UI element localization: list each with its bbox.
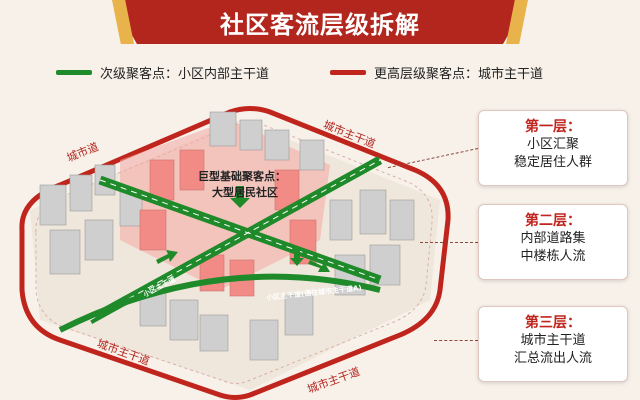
legend-secondary: 次级聚客点：小区内部主干道 — [56, 62, 269, 82]
city-arterial-loop — [19, 106, 451, 400]
building — [209, 111, 237, 147]
layer-1-line2: 稳定居住人群 — [513, 155, 592, 170]
building — [299, 139, 325, 171]
title-banner — [112, 0, 528, 44]
building — [169, 299, 199, 341]
community-buildings — [139, 149, 317, 297]
leader-line-2 — [420, 242, 478, 243]
center-label-line2: 大型居民社区 — [212, 186, 278, 199]
building — [149, 159, 175, 201]
arrow-down-icon — [290, 248, 304, 266]
leader-line-3 — [434, 340, 478, 341]
arrow-left-icon — [156, 250, 178, 264]
layer-3-line2: 汇总流出人流 — [513, 351, 592, 366]
building — [49, 229, 81, 275]
layer-1-heading: 第一层： — [525, 119, 581, 135]
flow-arrows — [156, 186, 330, 272]
building — [179, 149, 205, 191]
legend-higher: 更高层级聚客点：城市主干道 — [330, 62, 543, 82]
arrow-right-icon — [308, 260, 330, 272]
building — [39, 184, 67, 226]
red-line-swatch — [330, 69, 366, 75]
building — [249, 319, 279, 361]
layer-2-heading: 第二层： — [525, 213, 581, 229]
legend-higher-label: 更高层级聚客点：城市主干道 — [374, 66, 544, 82]
building — [69, 174, 93, 212]
center-label-line1: 巨型基础聚客点： — [198, 170, 286, 183]
building — [389, 199, 415, 241]
road-centerline — [99, 179, 381, 281]
layer-3-heading: 第三层： — [525, 315, 581, 331]
legend-secondary-label: 次级聚客点：小区内部主干道 — [100, 66, 270, 82]
layer-card-1: 第一层： 小区汇聚 稳定居住人群 — [478, 110, 628, 186]
inner-road-lower — [58, 273, 381, 333]
arrow-down-icon — [230, 186, 250, 208]
layer-card-2: 第二层： 内部道路集 中楼栋人流 — [478, 204, 628, 280]
page-title: 社区客流层级拆解 — [220, 11, 420, 39]
building — [284, 294, 314, 336]
green-line-swatch — [56, 69, 92, 75]
building — [239, 119, 263, 151]
building — [84, 219, 114, 261]
building — [139, 209, 167, 251]
layer-3-line1: 城市主干道 — [520, 333, 586, 348]
layer-2-line2: 中楼栋人流 — [520, 249, 586, 264]
building — [264, 129, 290, 161]
community-map — [19, 106, 451, 400]
layer-2-line1: 内部道路集 — [520, 231, 586, 246]
building — [199, 314, 229, 352]
layer-1-line1: 小区汇聚 — [526, 137, 579, 152]
buildings — [39, 111, 415, 361]
road-centerline — [89, 159, 381, 321]
layer-card-3: 第三层： 城市主干道 汇总流出人流 — [478, 306, 628, 382]
building — [359, 189, 387, 235]
building — [329, 199, 353, 241]
